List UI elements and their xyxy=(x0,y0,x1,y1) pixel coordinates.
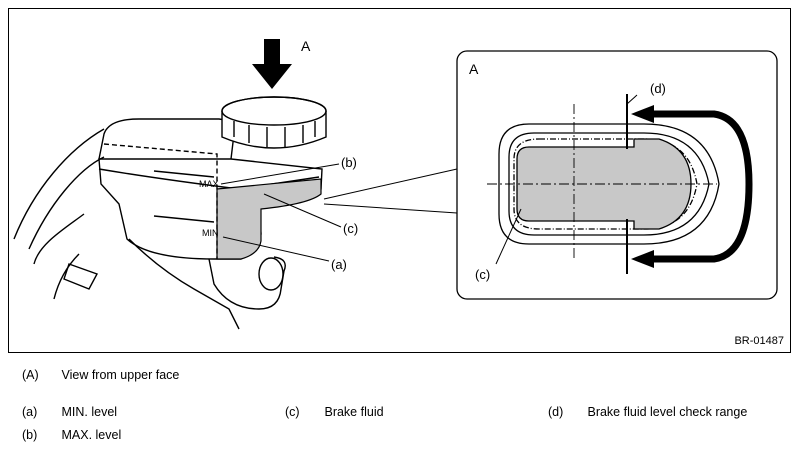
reservoir-body xyxy=(98,118,235,160)
legend-a: (a) MIN. level xyxy=(22,405,117,419)
brake-fluid-region xyxy=(216,178,322,260)
hose-lower-2 xyxy=(53,253,80,300)
legend-d-text: Brake fluid level check range xyxy=(587,405,748,419)
reservoir-illustration xyxy=(13,96,327,330)
legend-A-text: View from upper face xyxy=(61,368,180,382)
legend-d: (d) Brake fluid level check range xyxy=(548,405,747,419)
legend-A-code: (A) xyxy=(22,368,39,382)
min-line xyxy=(153,215,215,223)
reservoir-outlet xyxy=(208,256,286,310)
cap-side xyxy=(221,111,327,149)
legend-a-text: MIN. level xyxy=(61,405,118,419)
cutaway-line xyxy=(103,143,218,259)
hose-outer xyxy=(13,128,105,240)
callout-b: (b) xyxy=(341,155,357,170)
legend-c-text: Brake fluid xyxy=(324,405,384,419)
legend-d-code: (d) xyxy=(548,405,564,419)
inset-callout-c: (c) xyxy=(475,267,490,282)
check-range-arrow-icon xyxy=(631,105,753,268)
legend-c: (c) Brake fluid xyxy=(285,405,384,419)
brake-reservoir-diagram: A MAX (b) (c) MIN (a) A xyxy=(8,8,791,353)
legend-c-code: (c) xyxy=(285,405,300,419)
min-mark-label: MIN xyxy=(202,228,219,238)
legend-b: (b) MAX. level xyxy=(22,428,121,442)
hose-clip xyxy=(63,263,98,290)
hose-inner xyxy=(28,156,105,250)
inset-reservoir-top-view xyxy=(487,94,720,274)
callout-c: (c) xyxy=(343,221,358,236)
legend-a-code: (a) xyxy=(22,405,38,419)
hose-lower xyxy=(33,213,85,265)
legend-b-text: MAX. level xyxy=(61,428,122,442)
callout-a: (a) xyxy=(331,257,347,272)
figure-id: BR-01487 xyxy=(734,335,784,347)
legend-b-code: (b) xyxy=(22,428,38,442)
max-line xyxy=(153,170,215,178)
view-arrow-label: A xyxy=(301,38,311,54)
inset-callout-d: (d) xyxy=(650,81,666,96)
view-arrow-icon xyxy=(252,39,292,89)
max-mark-label: MAX xyxy=(199,179,219,189)
inset-title: A xyxy=(469,61,479,77)
legend-A: (A) View from upper face xyxy=(22,368,179,382)
